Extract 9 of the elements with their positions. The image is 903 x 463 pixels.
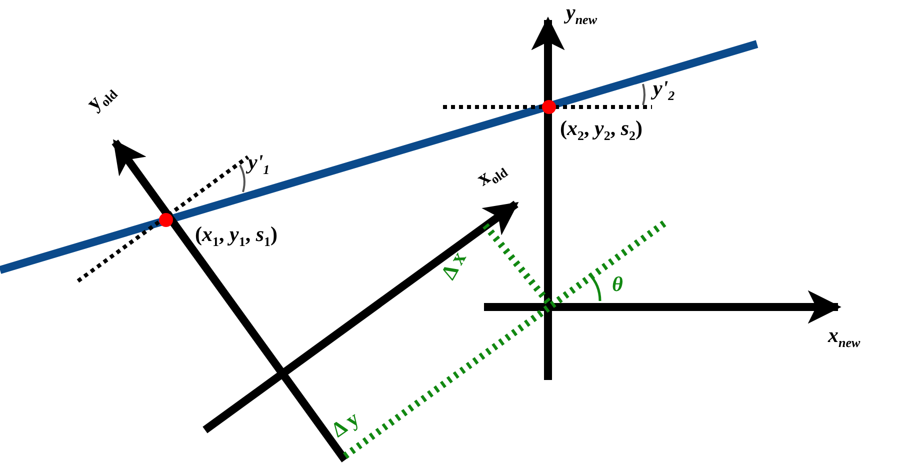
axis-label: y$_{new}$ xyxy=(566,2,597,26)
axis-label: x$_{new}$ xyxy=(828,325,860,350)
offset-label: Δ y xyxy=(328,408,363,441)
offset-label: Δ x xyxy=(438,248,470,283)
point-label: (x$_{2}$, y$_{2}$, s$_{2}$) xyxy=(560,118,643,142)
angle-label: y'$_{2}$ xyxy=(653,78,675,102)
point-label: (x$_{1}$, y$_{1}$, s$_{1}$) xyxy=(195,224,278,248)
angle-label: y'$_{1}$ xyxy=(248,152,270,176)
angle-label: θ xyxy=(612,274,623,295)
